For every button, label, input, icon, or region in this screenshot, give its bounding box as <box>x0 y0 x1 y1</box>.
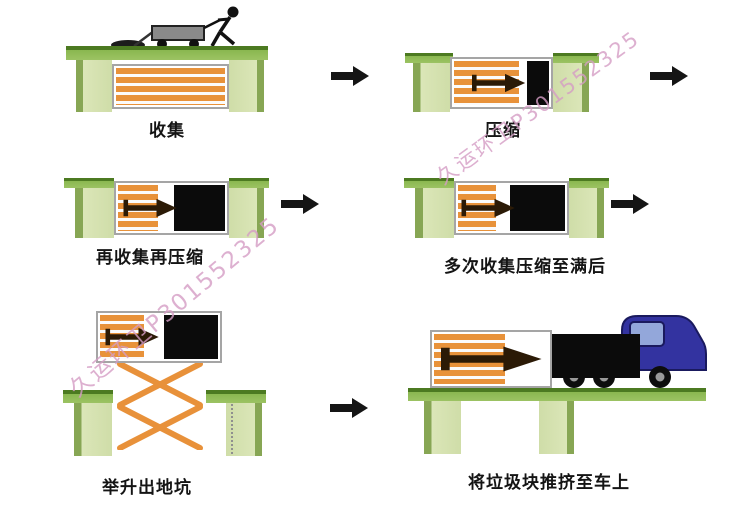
ram-arrow-icon <box>123 198 177 218</box>
waste-container <box>430 330 552 388</box>
container-slats <box>116 68 225 105</box>
stage-label-push-to-truck: 将垃圾块推挤至车上 <box>468 473 630 493</box>
ground-platform <box>63 390 113 403</box>
ground-platform <box>408 388 706 401</box>
compressed-waste <box>173 185 225 231</box>
ram-arrow-icon <box>471 73 525 93</box>
flow-arrow-icon <box>331 66 369 86</box>
pit-depth-dotted-line <box>231 404 233 454</box>
waste-block-on-truck <box>546 334 640 378</box>
ram-arrow-icon <box>441 346 542 372</box>
ground-platform <box>405 53 453 63</box>
ram-arrow-icon <box>105 327 159 347</box>
ground-platform <box>64 178 114 188</box>
flow-arrow-icon <box>330 398 368 418</box>
stage-label-recollect: 再收集再压缩 <box>96 248 204 268</box>
waste-container <box>112 64 229 109</box>
flow-arrow-icon <box>611 194 649 214</box>
waste-container <box>454 181 569 235</box>
ground-platform <box>553 53 599 63</box>
waste-container <box>114 181 229 235</box>
pit-wall-right <box>229 60 264 112</box>
pit-wall-left <box>74 403 112 456</box>
pit-wall-left <box>415 188 454 238</box>
ground-platform <box>404 178 454 188</box>
ground-platform <box>229 178 269 188</box>
stage-label-compress: 压缩 <box>485 121 521 141</box>
pit-wall-left <box>424 401 461 454</box>
pit-wall-left <box>413 63 450 112</box>
pit-wall-left <box>75 188 114 238</box>
stage-label-full: 多次收集压缩至满后 <box>444 257 606 277</box>
person-pushing-cart-icon <box>111 6 239 50</box>
stage-label-lift: 举升出地坑 <box>102 478 192 498</box>
scissor-lift-icon <box>117 362 203 450</box>
pit-wall-right <box>569 188 604 238</box>
ram-arrow-icon <box>461 198 516 218</box>
waste-container <box>96 311 222 363</box>
compressed-waste <box>527 61 549 105</box>
ground-platform <box>569 178 609 188</box>
pit-wall-right <box>229 188 264 238</box>
pit-wall-left <box>76 60 112 112</box>
pit-wall-right <box>539 401 574 454</box>
waste-container <box>450 57 553 109</box>
compressed-waste <box>509 185 565 231</box>
stage-label-collect: 收集 <box>149 121 185 141</box>
ground-platform <box>206 390 266 403</box>
ground-platform <box>66 46 268 60</box>
compressed-waste <box>164 315 218 359</box>
flow-arrow-icon <box>650 66 688 86</box>
pit-wall-right <box>553 63 589 112</box>
flow-arrow-icon <box>281 194 319 214</box>
